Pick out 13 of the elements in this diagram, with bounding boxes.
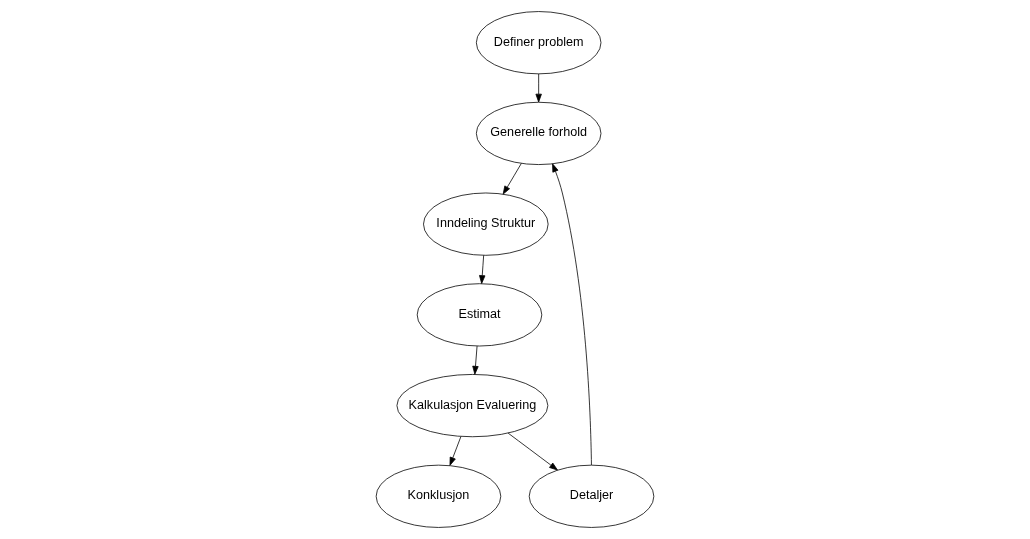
node-ellipse: Konklusjon — [375, 464, 502, 528]
arrow — [502, 163, 522, 195]
arrow — [535, 73, 542, 103]
node-ellipse: Kalkulasjon Evaluering — [396, 374, 549, 438]
arrow — [552, 163, 592, 466]
node-ellipse: Estimat — [416, 283, 543, 347]
node-ellipse: Inndeling Struktur — [423, 192, 549, 256]
arrow — [479, 254, 486, 284]
node-ellipse: Generelle forhold — [475, 101, 602, 165]
arrow — [472, 345, 479, 375]
arrow — [449, 436, 462, 466]
node-ellipse: Definer problem — [475, 11, 602, 75]
arrow — [507, 432, 558, 471]
